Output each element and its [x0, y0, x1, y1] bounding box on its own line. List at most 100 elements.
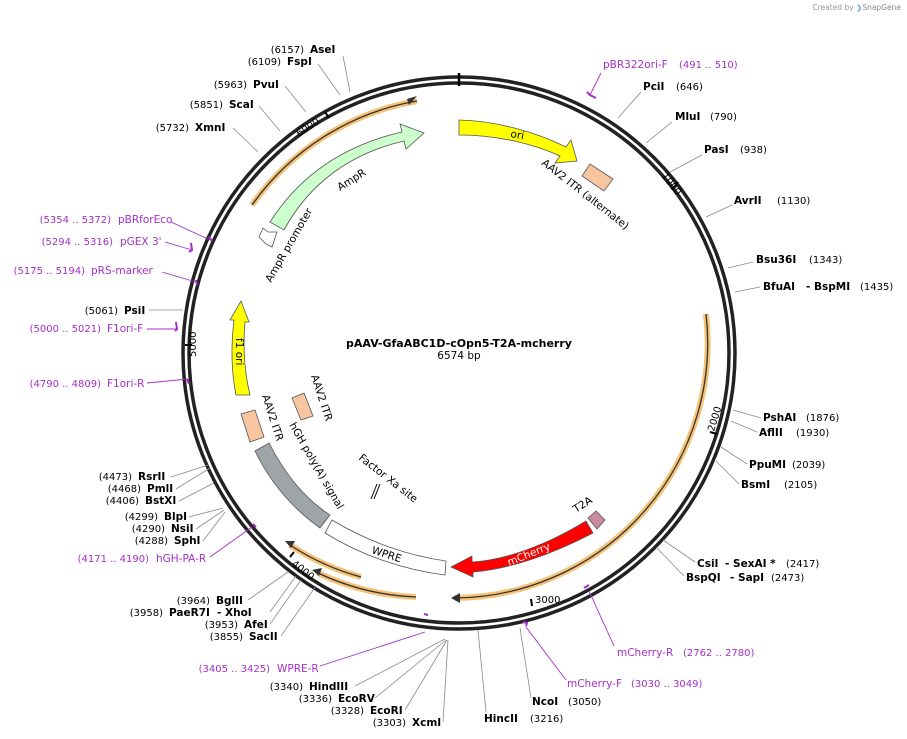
enzyme-name: PaeR7I [169, 607, 210, 619]
tick-5000: 5000 [188, 332, 199, 357]
plasmid-name: pAAV-GfaABC1D-cOpn5-T2A-mcherry [346, 337, 572, 350]
enzyme-pos: (1343) [809, 255, 842, 266]
tick-6000-mark [324, 111, 330, 119]
enzyme-pos: (790) [710, 112, 737, 123]
enzyme-pos: (5061) [85, 306, 118, 317]
primer-name: mCherry-R [617, 647, 673, 659]
aav2-itr-alt-label: AAV2 ITR (alternate) [539, 157, 631, 232]
leader-afei [269, 579, 302, 625]
tick-3000: 3000 [535, 595, 560, 606]
leader-asei [342, 55, 351, 93]
leader-bfuai [734, 286, 761, 293]
enzyme-name: BstXI [145, 495, 176, 507]
enzyme-pos: (3953) [205, 620, 238, 631]
primer-range: (4171 .. 4190) [78, 554, 150, 565]
leader-paer7i [269, 575, 297, 613]
enzyme-pos: (1435) [860, 282, 893, 293]
leader-pbrforeco [170, 221, 211, 241]
enzyme-name: BfuAI [763, 281, 795, 293]
ori-label: ori [509, 128, 525, 142]
enzyme-pos: (4468) [108, 484, 141, 495]
enzyme-pos: (6109) [248, 57, 281, 68]
leader-hindiii [354, 638, 446, 687]
enzyme-name: EcoRI [370, 705, 403, 717]
f1-ori-label: f1 ori [233, 338, 245, 365]
tick-2000-mark [709, 431, 718, 435]
primer-name: WPRE-R [277, 663, 319, 675]
enzyme-pos: (3336) [299, 694, 332, 705]
primer-mark-prs-marker [195, 279, 198, 286]
leader-pcii [617, 91, 642, 119]
snapgene-credit: Created by ❱SnapGene [812, 3, 901, 12]
primer-mark-pbr322ori-f [586, 91, 597, 99]
enzyme-pos: (3216) [530, 714, 563, 725]
tick-1000-mark [671, 181, 679, 191]
wpre-box [324, 519, 447, 576]
leader-hgh-pa-r [209, 526, 253, 558]
enzyme-pos: (3958) [130, 608, 163, 619]
leader-xcmi [442, 639, 449, 723]
tick-4000-mark [289, 551, 295, 558]
leader-bsu36i [727, 261, 754, 269]
enzyme-pos: (4288) [135, 536, 168, 547]
enzyme-name: BsmI [741, 479, 770, 491]
orf-arcs [249, 96, 711, 603]
aav2-itr-box [240, 409, 265, 443]
primer-mark-f1ori-f [174, 321, 179, 332]
leader-pshai [732, 409, 762, 419]
enzyme-labels: (6157) AseI (6109) FspI (5963) PvuI (585… [85, 44, 894, 729]
leader-mcherry-r [588, 590, 615, 647]
leader-wpre-r [319, 631, 426, 667]
enzyme-name: PvuI [253, 79, 279, 91]
enzyme-name-extra: - XhoI [217, 607, 252, 619]
leader-sphi [202, 511, 226, 542]
primer-mark-wpre-r [423, 613, 429, 616]
leader-bspqi [655, 546, 685, 577]
enzyme-name-extra: - SapI [730, 572, 764, 584]
enzyme-pos: (5732) [156, 123, 189, 134]
primer-mark-mcherry-r [583, 584, 590, 589]
ampr-promoter-arrow [258, 227, 278, 248]
enzyme-name: AflII [759, 427, 783, 439]
leader-pasi [669, 154, 703, 173]
primer-mark-f1ori-r [186, 378, 190, 385]
primer-name: pGEX 3' [120, 236, 162, 248]
plasmid-length: 6574 bp [437, 350, 481, 362]
enzyme-pos: (938) [740, 145, 767, 156]
enzyme-pos: (3340) [270, 682, 303, 693]
leader-f1ori-r [146, 378, 189, 384]
leader-scai [258, 105, 281, 132]
enzyme-name-extra: - SexAI * [725, 558, 776, 570]
leader-bsmi [715, 460, 740, 485]
leader-aflii [730, 420, 758, 433]
enzyme-name: FspI [287, 56, 312, 68]
leader-ecori [404, 639, 448, 711]
primer-leaders [146, 72, 615, 681]
aav2-itr-alt-box [581, 163, 614, 192]
enzyme-pos: (4473) [99, 472, 132, 483]
enzyme-pos: (3855) [210, 632, 243, 643]
enzyme-pos: (3303) [373, 718, 406, 729]
leader-xmni [232, 127, 259, 153]
mcherry-arrow [450, 520, 594, 578]
enzyme-leaders [149, 55, 762, 723]
enzyme-name: NsiI [171, 523, 194, 535]
leader-mcherry-f [525, 626, 567, 681]
t2a-label: T2A [570, 494, 595, 516]
enzyme-pos: (1130) [777, 196, 810, 207]
enzyme-pos: (2473) [771, 573, 804, 584]
leader-pvui [284, 85, 307, 113]
enzyme-name: BlpI [164, 511, 187, 523]
primer-range: (5294 .. 5316) [42, 237, 114, 248]
primer-name: mCherry-F [567, 678, 622, 690]
enzyme-name: NcoI [532, 696, 558, 708]
enzyme-name: PpuMI [749, 459, 786, 471]
enzyme-name: AfeI [244, 619, 268, 631]
enzyme-pos: (1930) [796, 428, 829, 439]
leader-sacii [280, 585, 317, 637]
enzyme-name: ScaI [229, 99, 254, 111]
snapgene-logo-icon: ❱ [856, 3, 863, 12]
enzyme-name: SacII [249, 631, 278, 643]
factor-xa-label: Factor Xa site [356, 452, 420, 505]
enzyme-pos: (6157) [271, 45, 304, 56]
